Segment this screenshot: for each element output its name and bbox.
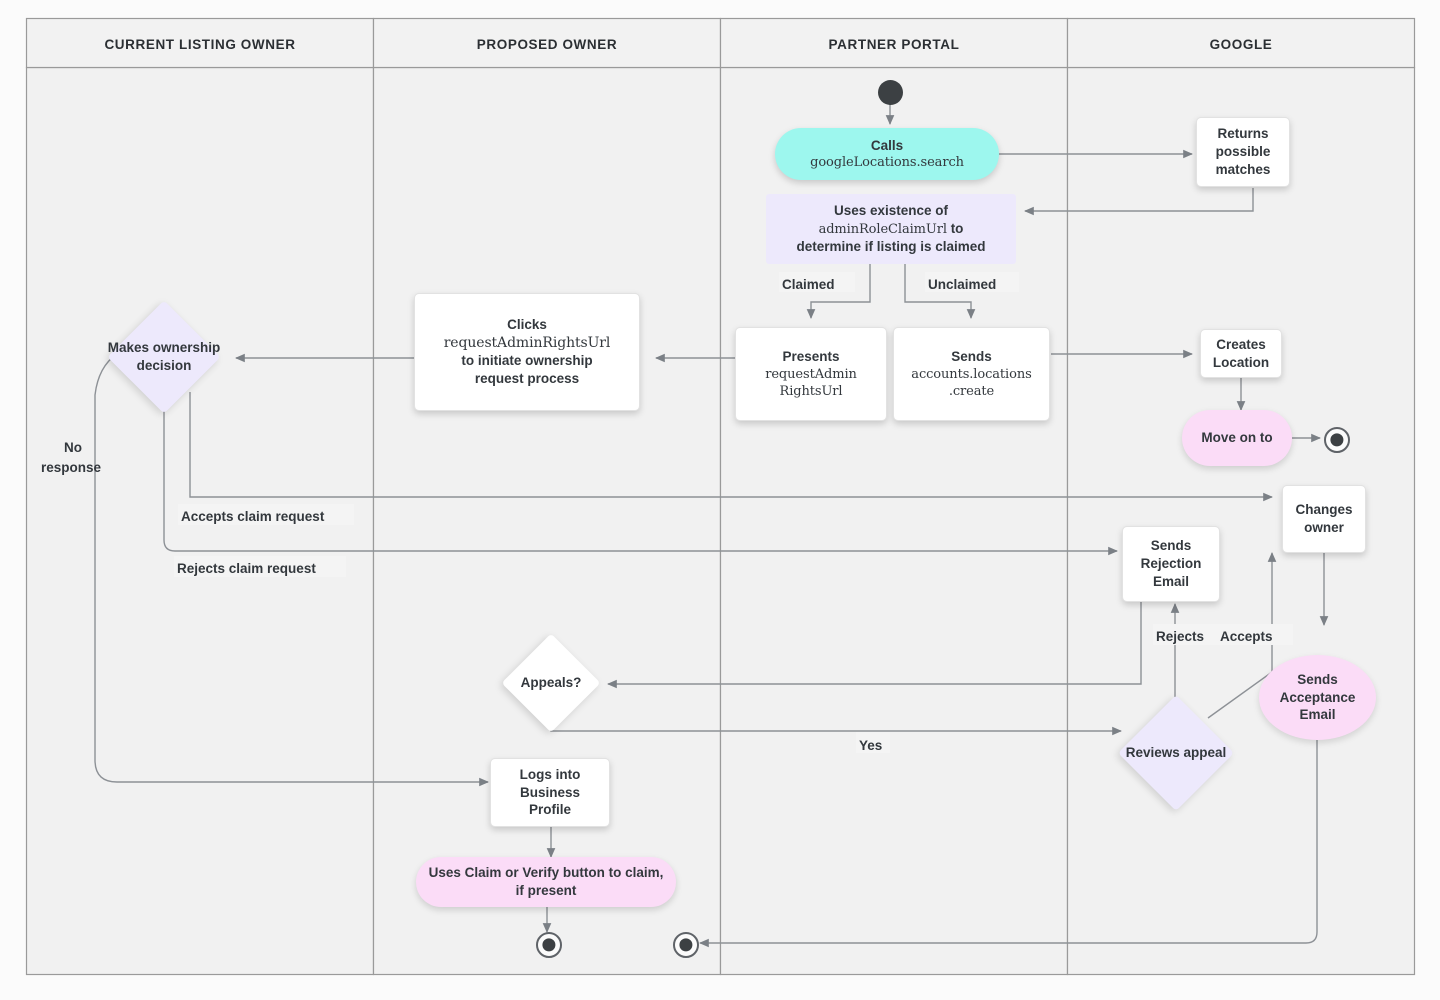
node-clicks-line1: Clicks bbox=[507, 317, 547, 333]
lane-title-partner-portal: PARTNER PORTAL bbox=[829, 37, 960, 52]
edge-rejects-claim-to-rejection-email bbox=[163, 396, 1118, 556]
edge-accepts-claim-to-changes-owner bbox=[189, 392, 1273, 502]
node-uses-existence-line2: adminRoleClaimUrl to bbox=[818, 220, 964, 237]
node-sends-create-line3: .create bbox=[948, 383, 995, 399]
edge-label-accepts-claim-request: Accepts claim request bbox=[181, 509, 325, 524]
node-creates-location[interactable]: Creates Location bbox=[1200, 329, 1282, 378]
node-presents-line1: Presents bbox=[782, 348, 840, 364]
node-clicks-line4: request process bbox=[474, 371, 580, 387]
node-sends-create-line1: Sends bbox=[951, 348, 992, 364]
lane-title-proposed-owner: PROPOSED OWNER bbox=[477, 37, 617, 52]
node-changes-owner[interactable]: Changes owner bbox=[1282, 485, 1366, 553]
node-logs-into-business-profile[interactable]: Logs into Business Profile bbox=[490, 758, 610, 827]
node-uses-claim-or-verify-button[interactable]: Uses Claim or Verify button to claim, if… bbox=[416, 857, 676, 907]
node-presents-line3: RightsUrl bbox=[779, 383, 843, 399]
node-calls-google-locations-search[interactable]: Calls googleLocations.search bbox=[775, 128, 999, 180]
edge-label-yes: Yes bbox=[859, 738, 882, 753]
edge-labels: Claimed Unclaimed No response Accepts cl… bbox=[41, 272, 1293, 753]
node-clicks-line3: to initiate ownership bbox=[461, 353, 593, 369]
lane-title-current-listing-owner: CURRENT LISTING OWNER bbox=[104, 37, 295, 52]
node-sends-create-line2: accounts.locations bbox=[911, 366, 1032, 382]
node-uses-existence-of-admin-role-claim-url[interactable]: Uses existence of adminRoleClaimUrl to d… bbox=[766, 194, 1016, 264]
node-calls-line1: Calls bbox=[870, 137, 904, 153]
node-clicks-request-admin-rights-url[interactable]: Clicks requestAdminRightsUrl to initiate… bbox=[414, 293, 640, 411]
node-calls-line2: googleLocations.search bbox=[810, 155, 964, 171]
appeals-diamond-shape bbox=[501, 633, 601, 733]
edge-acceptance-email-to-end bbox=[699, 740, 1318, 948]
swimlane-titles: CURRENT LISTING OWNER PROPOSED OWNER PAR… bbox=[104, 37, 1273, 52]
node-appeals-decision[interactable]: Appeals? bbox=[501, 633, 601, 733]
node-returns-possible-matches[interactable]: Returns possible matches bbox=[1196, 117, 1290, 187]
node-makes-ownership-decision[interactable]: Makes ownership decision bbox=[107, 300, 221, 414]
reviews-appeal-diamond-shape bbox=[1118, 695, 1234, 811]
node-presents-line2: requestAdmin bbox=[765, 366, 857, 382]
edge-returns-to-uses bbox=[1024, 188, 1254, 216]
edge-uses-to-sends-create bbox=[904, 264, 976, 319]
node-clicks-line2: requestAdminRightsUrl bbox=[443, 334, 611, 351]
node-uses-existence-line4: determine if listing is claimed bbox=[796, 239, 986, 255]
edge-label-no-response-line2: response bbox=[41, 460, 102, 475]
node-sends-accounts-locations-create[interactable]: Sends accounts.locations .create bbox=[893, 327, 1050, 421]
edge-uses-to-presents bbox=[806, 264, 871, 319]
edge-label-accepts: Accepts bbox=[1220, 629, 1273, 644]
start-terminator-partner-portal bbox=[878, 80, 903, 105]
edge-label-rejects: Rejects bbox=[1156, 629, 1204, 644]
node-reviews-appeal[interactable]: Reviews appeal bbox=[1118, 695, 1234, 811]
edge-label-claimed: Claimed bbox=[782, 277, 835, 292]
end-terminator-proposed-owner-acceptance bbox=[673, 932, 699, 958]
decision-diamond-shape bbox=[107, 300, 221, 414]
swimlane-frame bbox=[25, 17, 1416, 976]
end-terminator-google bbox=[1324, 427, 1350, 453]
edge-label-unclaimed: Unclaimed bbox=[928, 277, 996, 292]
node-move-on-to[interactable]: Move on to bbox=[1182, 410, 1292, 466]
node-sends-rejection-email[interactable]: Sends Rejection Email bbox=[1122, 526, 1220, 602]
edge-label-no-response-line1: No bbox=[64, 440, 82, 455]
node-sends-acceptance-email[interactable]: Sends Acceptance Email bbox=[1259, 655, 1376, 740]
end-terminator-proposed-owner-claim bbox=[536, 932, 562, 958]
node-uses-existence-line1: Uses existence of bbox=[833, 203, 949, 219]
lane-title-google: GOOGLE bbox=[1210, 37, 1273, 52]
node-presents-request-admin-rights-url[interactable]: Presents requestAdmin RightsUrl bbox=[735, 327, 887, 421]
edge-rejection-email-to-appeals bbox=[607, 602, 1142, 689]
edge-label-rejects-claim-request: Rejects claim request bbox=[177, 561, 316, 576]
